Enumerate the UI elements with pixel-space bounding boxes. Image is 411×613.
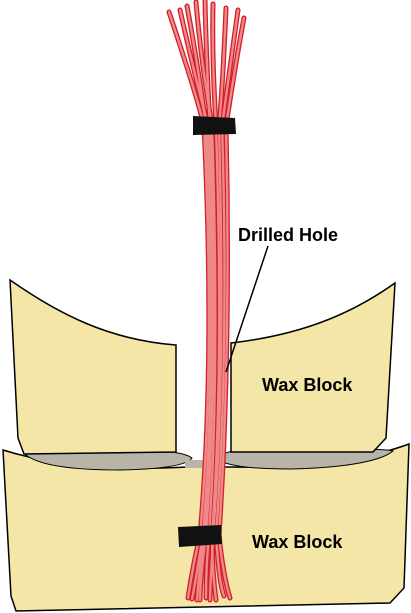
fiber-strand — [185, 4, 213, 601]
upper-wax-block-left — [9, 278, 177, 455]
drilled-hole-leader — [225, 245, 269, 373]
lower-tie — [178, 525, 222, 547]
fiber-strand — [194, 0, 217, 600]
fiber-strand — [208, 6, 228, 602]
wax-block-upper-label: Wax Block — [262, 375, 353, 395]
fiber-strand — [167, 10, 210, 600]
fiber-bundle — [166, 0, 247, 603]
fiber-strand — [214, 8, 240, 598]
upper-wax-block-right — [230, 281, 396, 453]
fiber-strand — [217, 16, 246, 600]
drilled-hole-label: Drilled Hole — [238, 225, 338, 245]
upper-tie — [193, 116, 236, 135]
fiber-strand — [198, 0, 215, 602]
wax-block-lower-label: Wax Block — [252, 532, 343, 552]
